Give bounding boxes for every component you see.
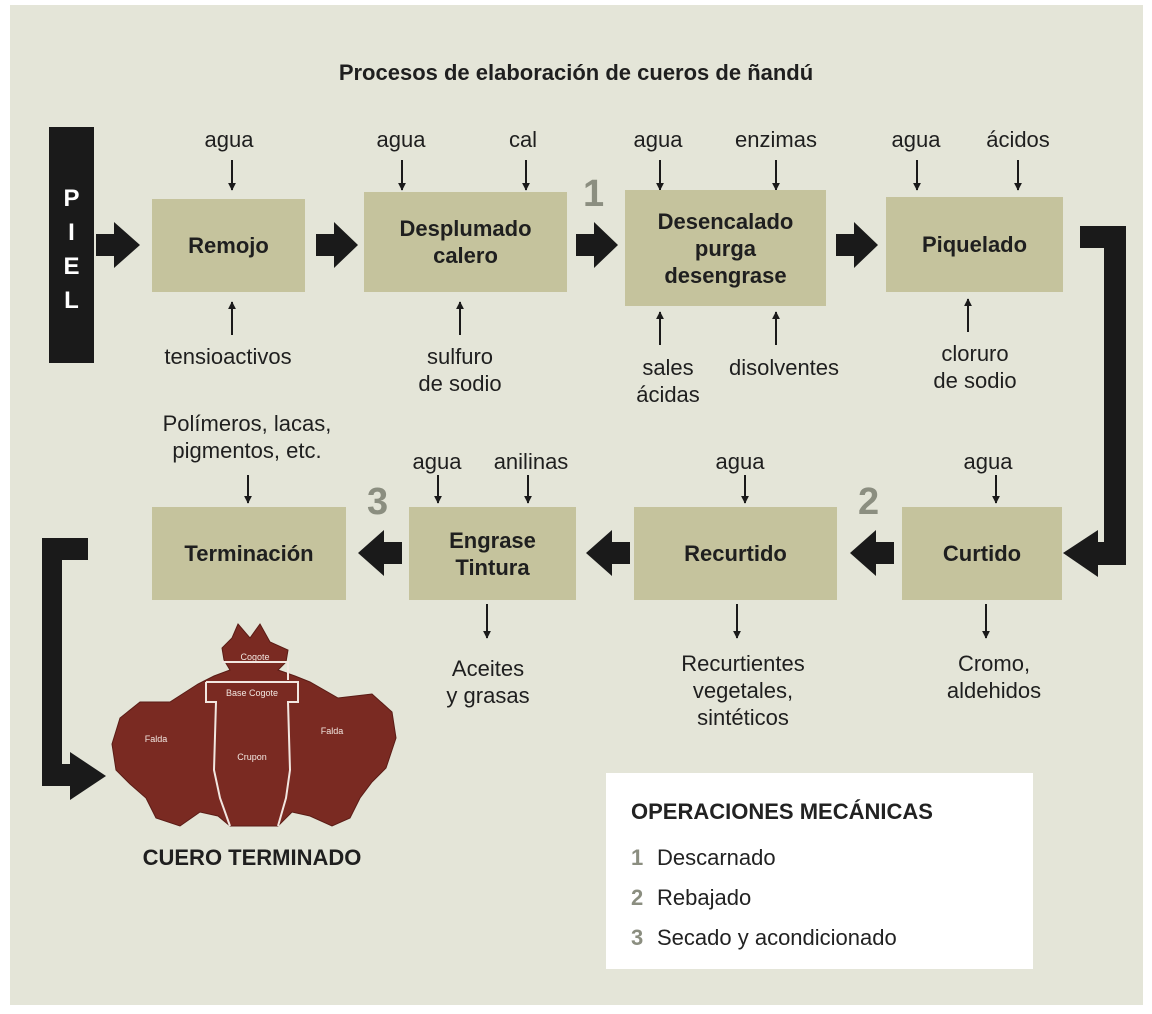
step-number-2: 2 [858, 481, 880, 523]
connector-terminacion-cuero [42, 538, 106, 800]
input-arrows [228, 160, 1022, 639]
input-label: sulfuro de sodio [418, 344, 502, 396]
process-terminacion: Terminación [152, 507, 346, 600]
legend-item: 1 Descarnado [631, 845, 776, 871]
input-label: anilinas [493, 449, 569, 474]
input-label: Recurtientes vegetales, sintéticos [681, 651, 805, 730]
input-label: agua [204, 127, 254, 152]
input-label: agua [891, 127, 941, 152]
flow-arrow-recurtido-engrase [586, 530, 630, 576]
leather-label-falda-right: Falda [321, 726, 344, 736]
step-number-3: 3 [367, 481, 389, 523]
input-label: agua [412, 449, 462, 474]
input-label: ácidos [986, 127, 1050, 152]
input-label: cal [508, 127, 538, 152]
legend-item: 2 Rebajado [631, 885, 751, 911]
legend-item-number: 1 [631, 845, 644, 870]
process-desencalado: Desencalado purga desengrase [625, 190, 826, 306]
process-remojo: Remojo [152, 199, 305, 292]
flow-arrow-desplumado-desencalado [576, 222, 618, 268]
process-curtido: Curtido [902, 507, 1062, 600]
legend-box: OPERACIONES MECÁNICAS 1 Descarnado 2 Rebaj… [606, 773, 1033, 969]
legend-item-label: Secado y acondicionado [657, 925, 897, 950]
flow-arrow-remojo-desplumado [316, 222, 358, 268]
leather-label-cogote: Cogote [240, 652, 269, 662]
flow-arrow-desencalado-piquelado [836, 222, 878, 268]
step-number-1: 1 [583, 173, 605, 215]
input-label: agua [633, 127, 683, 152]
leather-label-base-cogote: Base Cogote [226, 688, 278, 698]
piel-letter: L [64, 287, 79, 314]
legend-item-number: 3 [631, 925, 644, 950]
leather-label-falda-left: Falda [145, 734, 168, 744]
flow-arrow-curtido-recurtido [850, 530, 894, 576]
input-label: Cromo, aldehidos [946, 651, 1042, 703]
diagram-title: Procesos de elaboración de cueros de ñan… [338, 60, 814, 85]
piel-bar: P I E L [49, 127, 94, 363]
input-label: Aceites y grasas [446, 656, 530, 708]
leather-label-crupon: Crupon [237, 752, 267, 762]
connector-piquelado-curtido [1063, 226, 1126, 577]
legend-title: OPERACIONES MECÁNICAS [631, 799, 933, 824]
legend-item-label: Descarnado [657, 845, 776, 870]
input-label: sales ácidas [636, 355, 700, 407]
piel-letter: P [63, 185, 80, 212]
process-engrase-tintura: Engrase Tintura [409, 507, 576, 600]
input-label: agua [376, 127, 426, 152]
process-piquelado: Piquelado [886, 197, 1063, 292]
legend-item: 3 Secado y acondicionado [631, 925, 897, 951]
piel-letter: E [63, 253, 80, 280]
flow-arrow-piel-remojo [96, 222, 140, 268]
input-label: cloruro de sodio [933, 341, 1017, 393]
legend-item-label: Rebajado [657, 885, 752, 910]
input-label: enzimas [735, 127, 817, 152]
input-label: agua [963, 449, 1013, 474]
finished-leather-image: Cogote Base Cogote Falda Falda Crupon [111, 623, 397, 827]
result-label: CUERO TERMINADO [142, 845, 362, 870]
process-recurtido: Recurtido [634, 507, 837, 600]
legend-item-number: 2 [631, 885, 644, 910]
input-label: Polímeros, lacas, pigmentos, etc. [162, 411, 332, 463]
input-label: disolventes [728, 355, 840, 380]
flow-arrow-engrase-terminacion [358, 530, 402, 576]
input-label: agua [715, 449, 765, 474]
piel-letter: I [68, 219, 75, 246]
process-desplumado-calero: Desplumado calero [364, 192, 567, 292]
input-label: tensioactivos [164, 344, 292, 369]
